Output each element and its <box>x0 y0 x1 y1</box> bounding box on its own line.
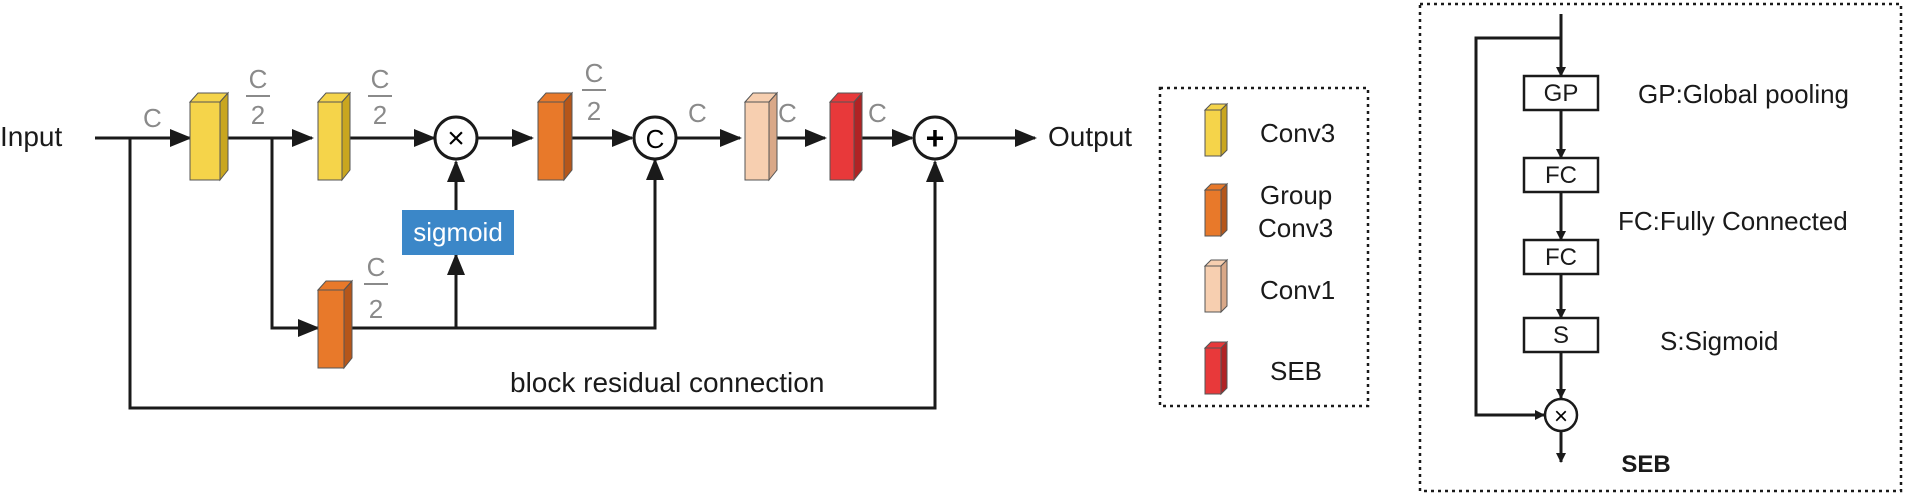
half-numerator: C <box>371 64 390 94</box>
branch-to-lower-gconv <box>270 138 320 337</box>
conv3-block-1 <box>188 91 230 182</box>
half-numerator: C <box>367 252 386 282</box>
half-denominator: 2 <box>369 294 383 324</box>
add-node: + <box>912 115 958 161</box>
half-denominator: 2 <box>373 100 387 130</box>
seb-skip-path <box>1474 36 1561 420</box>
legend-item-conv3: Conv3 <box>1203 102 1335 158</box>
seb-multiply-node: × <box>1543 397 1579 433</box>
seb-box-fc-1-label: FC <box>1545 162 1577 189</box>
channel-half-label-1: C 2 <box>246 64 270 130</box>
seb-desc-gp: GP:Global pooling <box>1638 79 1849 109</box>
seb-box-gp-label: GP <box>1544 80 1579 107</box>
seb-panel: GP FC FC S × GP:Global pooling FC:Fully … <box>1418 2 1903 493</box>
legend-item-seb: SEB <box>1203 340 1322 396</box>
legend-border <box>1158 86 1370 408</box>
seb-desc-fc: FC:Fully Connected <box>1618 206 1848 236</box>
channel-half-label-lower: C 2 <box>364 252 388 324</box>
seb-box-s-label: S <box>1553 322 1569 349</box>
seb-desc-s: S:Sigmoid <box>1660 326 1779 356</box>
legend-label-seb: SEB <box>1270 356 1322 386</box>
channel-label-concat: C <box>688 98 707 128</box>
group-conv3-block-top <box>536 91 574 182</box>
main-diagram: Input Output block residual connection <box>0 58 1132 410</box>
sigmoid-label: sigmoid <box>413 217 503 247</box>
legend: Conv3 Group Conv3 Conv1 SEB <box>1158 86 1370 408</box>
legend-label-conv3: Conv3 <box>1260 118 1335 148</box>
legend-label-group: Group <box>1260 180 1332 210</box>
legend-label-group-conv3: Conv3 <box>1258 213 1333 243</box>
legend-label-conv1: Conv1 <box>1260 275 1335 305</box>
channel-label-input: C <box>143 103 162 133</box>
channel-label-seb: C <box>868 98 887 128</box>
legend-item-conv1: Conv1 <box>1203 258 1335 314</box>
multiply-node: × <box>433 115 479 161</box>
residual-label: block residual connection <box>510 367 824 398</box>
seb-box-gp: GP <box>1522 74 1600 112</box>
concat-node: C <box>632 115 678 161</box>
channel-half-label-2: C 2 <box>368 64 392 130</box>
residual-connection-line <box>128 138 944 410</box>
sigmoid-box: sigmoid <box>402 210 514 255</box>
seb-block <box>828 91 864 182</box>
half-denominator: 2 <box>587 96 601 126</box>
add-symbol: + <box>926 120 945 156</box>
channel-label-conv1: C <box>778 98 797 128</box>
input-label: Input <box>0 121 62 152</box>
output-label: Output <box>1048 121 1132 152</box>
seb-box-fc-2-label: FC <box>1545 244 1577 271</box>
seb-multiply-symbol: × <box>1554 403 1568 430</box>
channel-half-label-3: C 2 <box>582 58 606 126</box>
group-conv3-block-lower <box>316 279 354 370</box>
lower-to-concat-arrow <box>352 158 664 330</box>
seb-title: SEB <box>1621 451 1670 478</box>
half-numerator: C <box>585 58 604 88</box>
seb-panel-border <box>1418 2 1903 493</box>
half-numerator: C <box>249 64 268 94</box>
seb-box-fc-1: FC <box>1522 156 1600 194</box>
seb-box-s: S <box>1522 316 1600 354</box>
concat-symbol: C <box>646 124 665 154</box>
seb-box-fc-2: FC <box>1522 238 1600 276</box>
conv3-block-2 <box>316 91 352 182</box>
half-denominator: 2 <box>251 100 265 130</box>
multiply-symbol: × <box>447 122 465 155</box>
conv1-block <box>743 91 779 182</box>
legend-item-group-conv3: Group Conv3 <box>1203 180 1333 243</box>
